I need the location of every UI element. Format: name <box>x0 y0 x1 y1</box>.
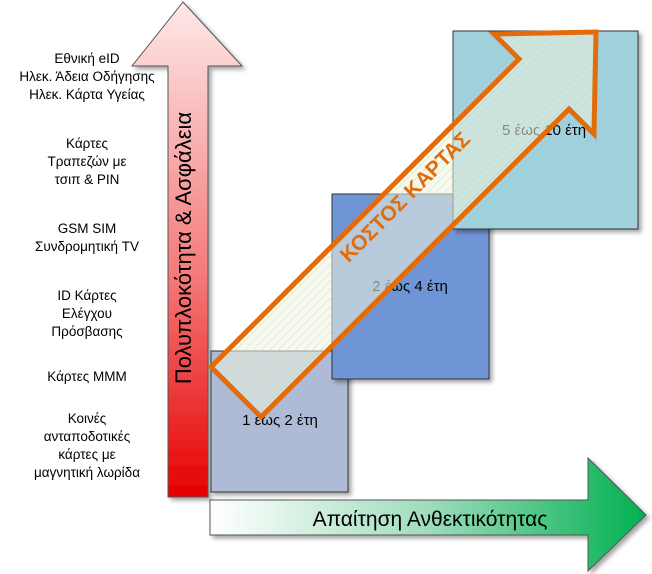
left-label-2-line-1: Κάρτες <box>66 136 108 151</box>
left-label-2-line-2: Τραπεζών με <box>48 154 127 169</box>
left-label-1-line-2: Ηλεκ. Άδεια Οδήγησης <box>19 69 155 84</box>
left-label-5-line-1: Κάρτες MMM <box>47 369 126 384</box>
left-label-6-line-4: μαγνητική λωρίδα <box>34 465 140 480</box>
left-label-4-line-2: Ελέγχου <box>62 306 112 321</box>
vertical-axis-arrow <box>130 1 244 498</box>
left-label-3-line-1: GSM SIM <box>58 221 117 236</box>
left-label-5: Κάρτες MMM <box>47 369 126 384</box>
left-label-1-line-3: Ηλεκ. Κάρτα Υγείας <box>29 87 145 102</box>
left-label-6-line-3: κάρτες με <box>58 447 115 462</box>
left-label-2-line-3: τσιπ & PIN <box>55 172 120 187</box>
left-label-6-line-2: ανταποδοτικές <box>44 429 131 444</box>
left-label-6-line-1: Κοινές <box>68 411 107 426</box>
left-label-1-line-1: Εθνική eID <box>54 51 120 66</box>
card-cost-arrow <box>207 29 599 421</box>
left-label-3: GSM SIM Συνδρομητική TV <box>35 221 139 254</box>
left-label-6: Κοινές ανταποδοτικές κάρτες με μαγνητική λω… <box>34 411 140 480</box>
horizontal-axis-arrow <box>209 456 647 573</box>
box-1-2-years-label: 1 έως 2 έτη <box>242 412 318 429</box>
left-label-4-line-3: Πρόσβασης <box>51 324 123 339</box>
horizontal-axis-label: Απαίτηση Ανθεκτικότητας <box>313 508 548 531</box>
left-label-4-line-1: ID Κάρτες <box>57 288 117 303</box>
left-label-3-line-2: Συνδρομητική TV <box>35 239 139 254</box>
vertical-axis-label: Πολυπλοκότητα & Ασφάλεια <box>171 112 196 385</box>
